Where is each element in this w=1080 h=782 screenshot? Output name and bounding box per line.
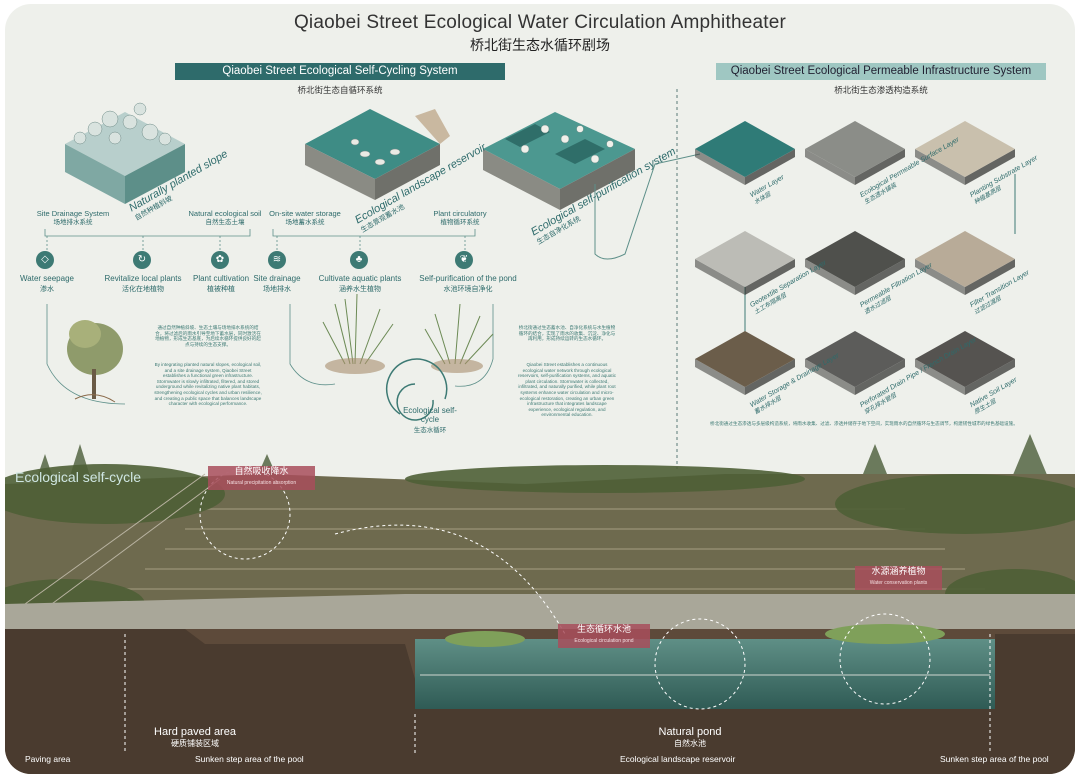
poster-board: Qiaobei Street Ecological Water Circulat… <box>5 4 1075 774</box>
layer-tile-9 <box>915 331 1015 395</box>
layer-tile-7 <box>695 331 795 395</box>
permeable-banner-cn: 桥北街生态渗透构造系统 <box>834 86 928 96</box>
plant-illustration-grass <box>322 293 494 365</box>
layer-tile-8 <box>805 331 905 395</box>
paragraph-left-cn: 通过自然种植斜坡、生态土壤与场地排水系统的结合，将过滤后的雨水引导至地下蓄水层，… <box>155 326 261 348</box>
strip-reservoir: Ecological landscape reservoir <box>620 754 736 764</box>
strip-sunken-left: Sunken step area of the pool <box>195 754 304 764</box>
water-seepage-icon: ◇ <box>36 251 54 269</box>
paragraph-mid-en: Qiaobei Street establishes a continuous … <box>517 362 617 418</box>
strip-paving-area: Paving area <box>25 754 71 764</box>
paragraph-left-en: By integrating planted natural slopes, e… <box>154 362 262 407</box>
page-subtitle: 桥北街生态水循环剧场 <box>470 38 610 54</box>
cycle-label: Ecological self-cycle 生态水循环 <box>403 406 457 434</box>
self-cycling-banner: Qiaobei Street Ecological Self-Cycling S… <box>175 63 505 80</box>
purification-block <box>483 112 635 210</box>
layer-tiles <box>695 121 1015 395</box>
plant-illustration-left <box>67 320 123 403</box>
diagram-artwork <box>44 102 1016 421</box>
paragraph-right-cn: 桥北街通过生态渗透与多层级构造系统，将雨水收集、过滤、渗透并储存于地下空间，实现… <box>710 422 1018 427</box>
layer-tile-3 <box>915 121 1015 185</box>
aquatic-plant-icon: ♣ <box>350 251 368 269</box>
self-cycling-banner-cn: 桥北街生态自循环系统 <box>297 86 383 96</box>
planted-slope-block <box>65 102 185 204</box>
layer-tile-5 <box>805 231 905 295</box>
strip-sunken-right: Sunken step area of the pool <box>940 754 1049 764</box>
layer-tile-6 <box>915 231 1015 295</box>
page-title: Qiaobei Street Ecological Water Circulat… <box>293 12 787 33</box>
layer-tile-1 <box>695 121 795 185</box>
cycle-arrows <box>385 358 448 421</box>
site-drainage-icon: ≋ <box>268 251 286 269</box>
section-overlay-label: Ecological self-cycle <box>15 469 142 485</box>
paragraph-mid-cn: 桥北街通过生态蓄水池、自净化系统与水生植物循环的结合，实现了雨水的收集、沉淀、净… <box>518 326 616 343</box>
section-perspective <box>5 434 1075 774</box>
layer-tile-2 <box>805 121 905 185</box>
permeable-banner: Qiaobei Street Ecological Permeable Infr… <box>716 63 1046 80</box>
plant-cultivation-icon: ✿ <box>211 251 229 269</box>
reservoir-block <box>305 109 450 200</box>
leaf-icon: ❦ <box>455 251 473 269</box>
layer-tile-4 <box>695 231 795 295</box>
revitalize-plants-icon: ↻ <box>133 251 151 269</box>
